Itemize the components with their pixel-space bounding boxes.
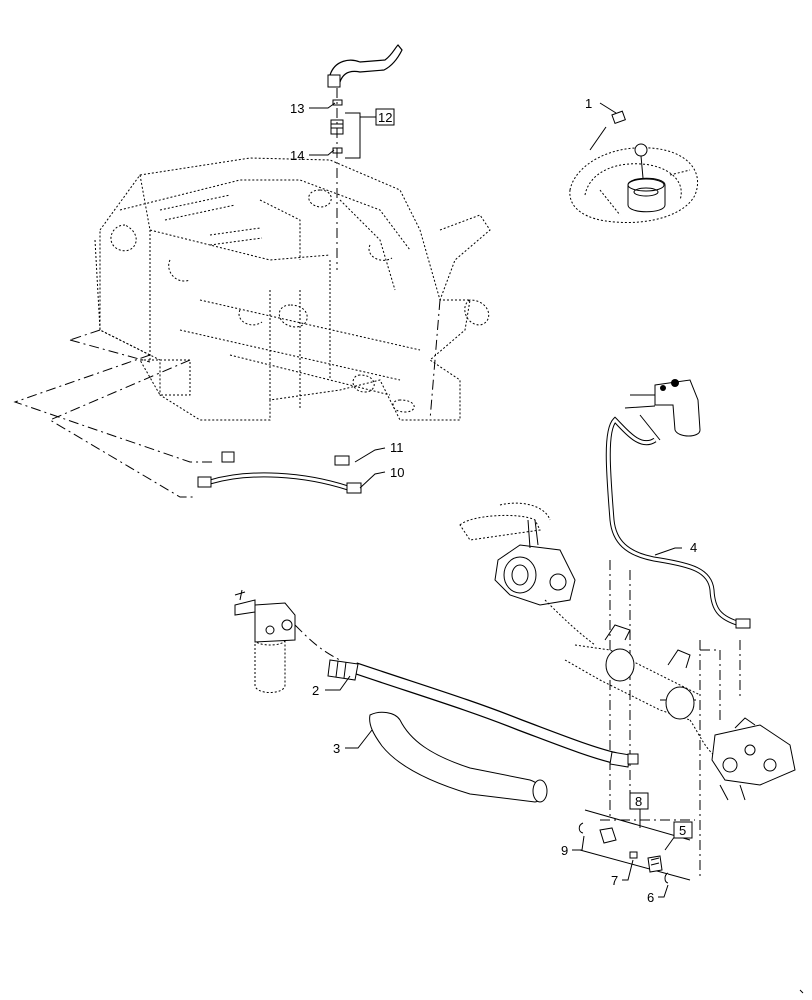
pump-assembly <box>459 502 596 646</box>
callout-7: 7 <box>611 873 618 888</box>
hose-4 <box>605 416 751 629</box>
hose-10 <box>197 472 362 494</box>
callout-2: 2 <box>312 683 319 698</box>
hose-3 <box>369 711 548 803</box>
callout-1: 1 <box>585 96 592 111</box>
chassis-frame <box>94 157 491 421</box>
callout-6: 6 <box>647 890 654 905</box>
callout-box-8 <box>629 792 649 810</box>
fitting-group <box>578 809 691 884</box>
callout-3: 3 <box>333 741 340 756</box>
callout-4: 4 <box>690 540 697 555</box>
corner-mark <box>799 989 804 994</box>
callout-8: 8 <box>635 794 642 809</box>
valve-assembly <box>624 379 701 441</box>
hose-11 <box>221 451 350 466</box>
callout-5: 5 <box>679 823 686 838</box>
filter-assembly <box>234 589 341 693</box>
swivel-fitting-assembly <box>327 44 403 270</box>
callout-10: 10 <box>390 465 404 480</box>
leader-lines <box>13 299 741 880</box>
callout-11: 11 <box>390 440 404 455</box>
callout-12: 12 <box>378 110 392 125</box>
pilot-control-detail <box>569 102 699 224</box>
control-valve <box>711 717 796 801</box>
callout-box-12 <box>375 108 395 126</box>
callout-9: 9 <box>561 843 568 858</box>
drive-shaft <box>564 624 721 761</box>
callout-13: 13 <box>290 101 304 116</box>
callout-leaders <box>309 102 682 898</box>
hose-2 <box>327 659 639 768</box>
callout-box-5 <box>673 821 693 839</box>
callout-14: 14 <box>290 148 304 163</box>
